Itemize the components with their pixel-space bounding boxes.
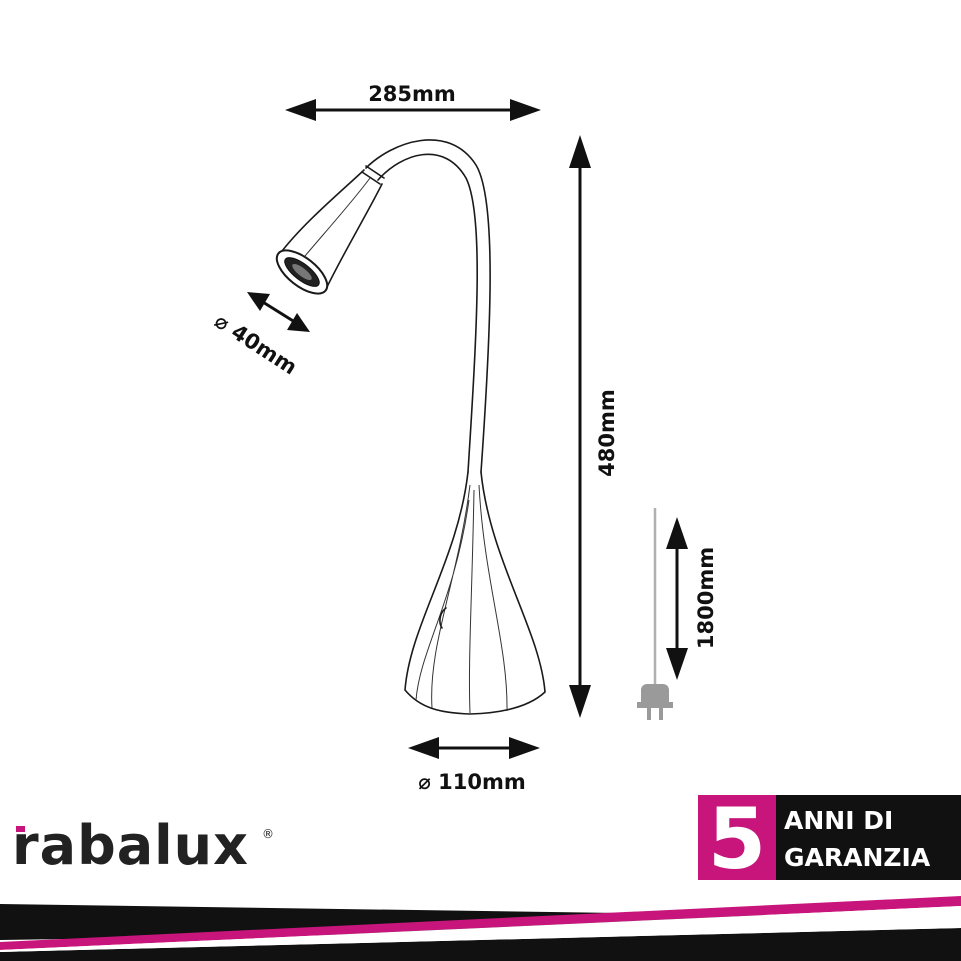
gooseneck-outer [365, 139, 491, 473]
width-dimension: 285mm [285, 82, 541, 121]
arrow-head-bottom [569, 685, 591, 718]
base-facets [415, 484, 508, 714]
head-diameter-dimension: ⌀ 40mm [210, 292, 310, 380]
lamp-head [278, 169, 383, 290]
base-diameter-label: ⌀ 110mm [418, 770, 526, 794]
warranty-line1: ANNI DI [784, 806, 893, 835]
arrow-head-right [510, 99, 541, 121]
brand-logo: rabalux ® [12, 814, 274, 877]
lamp-base [404, 471, 546, 715]
logo-text: rabalux [12, 814, 249, 877]
warranty-line2: GARANZIA [784, 843, 931, 872]
arrow-head-top [569, 135, 591, 168]
arrow-head-lower [287, 313, 310, 332]
gooseneck-inner [377, 153, 479, 473]
width-label: 285mm [368, 82, 456, 106]
base-switch [439, 607, 447, 629]
height-dimension: 480mm [569, 135, 619, 718]
base-diameter-dimension: ⌀ 110mm [408, 737, 540, 794]
lamp-head-shade [299, 177, 371, 263]
stripe-black-bottom [0, 928, 961, 961]
logo-registered: ® [262, 827, 274, 841]
stripe-white-gap [0, 906, 961, 952]
arrow-head-top [666, 517, 688, 549]
warranty-badge: 5 ANNI DI GARANZIA [698, 790, 961, 888]
warranty-years: 5 [708, 790, 766, 888]
arrow-head-upper [247, 292, 270, 311]
plug-icon [637, 684, 673, 720]
height-label: 480mm [595, 389, 619, 477]
footer-stripes [0, 896, 961, 961]
arrow-head-left [408, 737, 439, 759]
cable-dimension: 1800mm [666, 517, 718, 680]
cable-and-plug [637, 508, 673, 720]
head-collar [361, 165, 385, 185]
logo-accent [16, 826, 25, 832]
arrow-head-bottom [666, 648, 688, 680]
arrow-head-left [285, 99, 316, 121]
lamp-head-led [292, 263, 312, 281]
stripe-pink [0, 896, 961, 950]
lamp-drawing [275, 139, 546, 715]
cable-label: 1800mm [694, 547, 718, 649]
head-diameter-label: ⌀ 40mm [210, 309, 301, 380]
arrow-head-right [509, 737, 540, 759]
